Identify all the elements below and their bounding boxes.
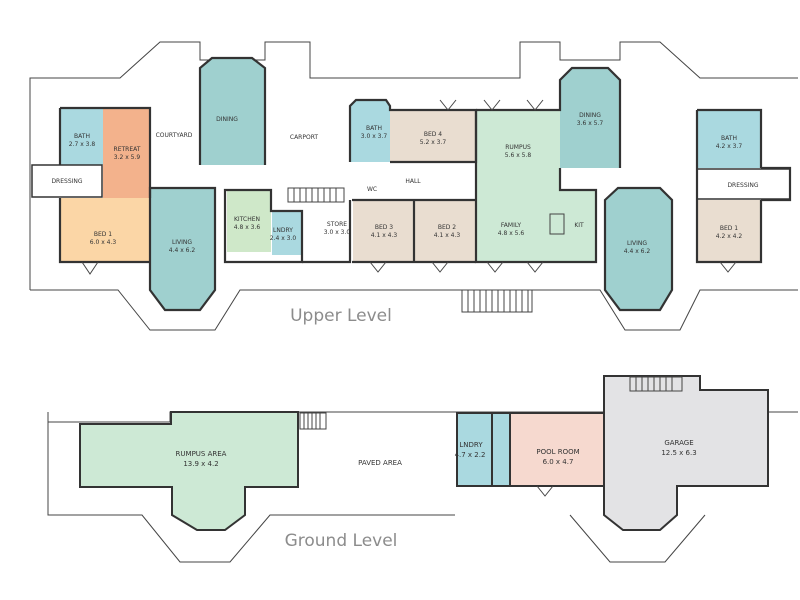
label-kit: KIT (574, 222, 584, 229)
dims-pool-room: 6.0 x 4.7 (543, 458, 574, 466)
label-laundry-ground: LNDRY (459, 441, 483, 449)
ground-stairs (299, 412, 327, 430)
room-bath-left (60, 108, 103, 165)
label-bed1-right: BED 1 (720, 225, 738, 232)
label-wc: WC (367, 186, 377, 193)
dims-bed3: 4.1 x 4.3 (371, 232, 398, 239)
room-pool-room (509, 412, 605, 487)
label-courtyard: COURTYARD (156, 132, 193, 139)
label-store: STORE (327, 221, 347, 228)
label-hall: HALL (405, 178, 421, 185)
label-pool-room: POOL ROOM (536, 448, 579, 456)
label-dining-right: DINING (579, 112, 601, 119)
dims-rumpus: 5.6 x 5.8 (505, 152, 532, 159)
dims-laundry: 2.4 x 3.0 (270, 235, 297, 242)
label-rumpus: RUMPUS (505, 144, 531, 151)
ground-level-label: Ground Level (285, 531, 398, 551)
ground-verandah-outline (47, 412, 455, 563)
dims-garage: 12.5 x 6.3 (661, 449, 696, 457)
room-dressing-left (31, 164, 103, 198)
dims-bath-left: 2.7 x 3.8 (69, 141, 96, 148)
dims-living-left: 4.4 x 6.2 (169, 247, 196, 254)
label-dining-left: DINING (216, 116, 238, 123)
label-bed3: BED 3 (375, 224, 393, 231)
label-living-left: LIVING (172, 239, 192, 246)
room-dining-right (560, 68, 620, 168)
room-living-left (150, 188, 215, 310)
dims-dining-right: 3.6 x 5.7 (577, 120, 604, 127)
label-carport: CARPORT (290, 134, 319, 141)
room-bed1-left (60, 198, 150, 262)
upper-verandah-outline (29, 41, 798, 290)
room-bath-mid (350, 100, 390, 162)
room-bath-ground (491, 412, 511, 487)
upper-stairs-front (461, 289, 533, 313)
room-garage (603, 375, 769, 531)
room-bed4 (390, 110, 476, 162)
dims-bed1-right: 4.2 x 4.2 (716, 233, 743, 240)
room-bath-right (697, 110, 761, 168)
upper-verandah-front (30, 289, 798, 331)
label-bed4: BED 4 (424, 131, 442, 138)
room-laundry-ground (456, 412, 493, 487)
label-dressing-right: DRESSING (727, 182, 758, 189)
dims-bed2: 4.1 x 4.3 (434, 232, 461, 239)
dims-store: 3.0 x 3.0 (324, 229, 351, 236)
dims-bath-mid: 3.0 x 3.7 (361, 133, 388, 140)
room-laundry (272, 211, 302, 255)
dims-retreat: 3.2 x 5.9 (114, 154, 141, 161)
label-rumpus-area: RUMPUS AREA (176, 450, 227, 458)
room-rumpus-family (477, 110, 596, 262)
room-dining-left (200, 58, 265, 165)
dims-living-right: 4.4 x 6.2 (624, 248, 651, 255)
upper-level: BATH 2.7 x 3.8 RETREAT 3.2 x 5.9 DRESSIN… (29, 41, 798, 331)
dims-bed1-left: 6.0 x 4.3 (90, 239, 117, 246)
label-paved-area: PAVED AREA (358, 459, 402, 467)
room-bed2 (415, 201, 476, 261)
room-dressing-right (696, 168, 791, 200)
room-bed1-right (697, 200, 761, 263)
room-living-right (605, 188, 672, 310)
dims-laundry-ground: 4.7 x 2.2 (455, 451, 486, 459)
label-bed2: BED 2 (438, 224, 456, 231)
upper-level-label: Upper Level (290, 306, 392, 326)
label-garage: GARAGE (664, 439, 693, 447)
label-living-right: LIVING (627, 240, 647, 247)
upper-doors (81, 99, 737, 275)
ground-bay-right (569, 514, 706, 563)
dims-kitchen: 4.8 x 3.6 (234, 224, 261, 231)
upper-stairs-carport (287, 187, 345, 203)
dims-bath-right: 4.2 x 3.7 (716, 143, 743, 150)
ground-level: RUMPUS AREA 13.9 x 4.2 PAVED AREA LNDRY … (47, 375, 798, 563)
room-kitchen (227, 190, 271, 252)
room-rumpus-area (79, 411, 299, 531)
kitchen-island (549, 213, 565, 235)
label-bed1-left: BED 1 (94, 231, 112, 238)
label-kitchen: KITCHEN (234, 216, 260, 223)
label-dressing-left: DRESSING (51, 178, 82, 185)
upper-walls (58, 56, 792, 312)
dims-bed4: 5.2 x 3.7 (420, 139, 447, 146)
dims-rumpus-area: 13.9 x 4.2 (183, 460, 218, 468)
label-bath-left: BATH (74, 133, 90, 140)
pool-room-door (536, 485, 554, 497)
label-bath-mid: BATH (366, 125, 382, 132)
room-bed3 (353, 201, 414, 261)
dims-family: 4.8 x 5.6 (498, 230, 525, 237)
label-retreat: RETREAT (114, 146, 141, 153)
label-family: FAMILY (501, 222, 521, 229)
garage-stairs (629, 376, 683, 392)
label-laundry: LNDRY (273, 227, 293, 234)
room-retreat (103, 108, 150, 198)
label-bath-right: BATH (721, 135, 737, 142)
